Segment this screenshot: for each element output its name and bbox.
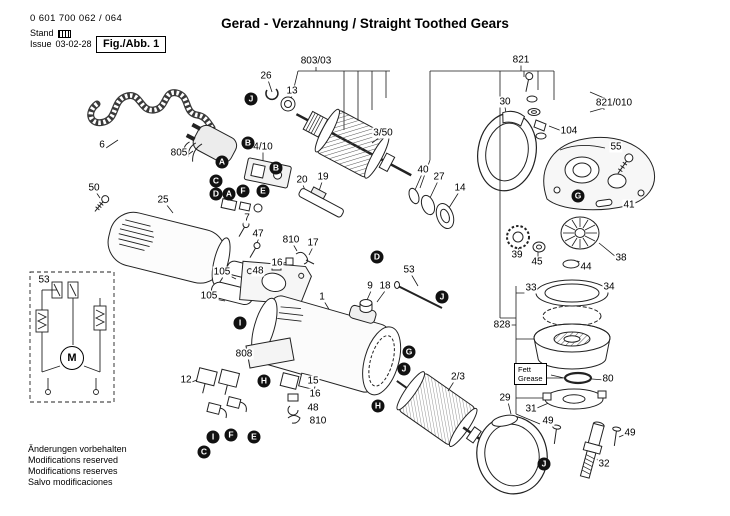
carbon-brush-left-drawing [206, 396, 247, 419]
power-plug-drawing [185, 122, 238, 164]
screw-55-drawing [617, 153, 634, 174]
fan-drawing [560, 216, 600, 250]
footer-note-line: Änderungen vorbehalten [28, 444, 127, 454]
issue-label: Issue [30, 39, 52, 49]
bearing-flange-stack [533, 279, 611, 410]
issue-block: Stand Issue 03-02-28 [30, 28, 92, 50]
washer-stack-drawing [408, 187, 455, 230]
armature2-drawing [396, 371, 494, 450]
screw-47-drawing [249, 242, 261, 258]
stand-label: Stand [30, 28, 54, 38]
grease-annotation-line: Fett [518, 365, 531, 374]
footer-note-line: Salvo modificaciones [28, 477, 113, 487]
spindle-drawing [579, 421, 605, 479]
gear-housing-drawing [543, 137, 655, 211]
flange-screw-right [612, 426, 622, 446]
diagram-title: Gerad - Verzahnung / Straight Toothed Ge… [221, 16, 509, 31]
clip-parts-bottom [287, 393, 301, 424]
footer-note-line: Modifications reserves [28, 466, 118, 476]
pin-41-drawing [595, 198, 613, 208]
cover-plate-drawing [245, 337, 295, 369]
figure-label: Fig./Abb. 1 [96, 36, 167, 53]
guard-ring-drawing [476, 414, 548, 495]
bevel-gear-drawing [506, 225, 546, 253]
circlip-26-drawing [265, 88, 279, 101]
motor-housing-drawing [107, 211, 231, 286]
wheel-guard-drawing [477, 110, 537, 192]
power-cord-drawing [87, 89, 216, 132]
footer-note-line: Modifications reserved [28, 455, 119, 465]
small-parts-column [525, 72, 547, 140]
switch-small-parts [220, 198, 263, 213]
screw-50-drawing [94, 195, 110, 212]
switch-module-drawing [243, 157, 292, 189]
bearing-13-drawing [280, 96, 296, 112]
screw-7-drawing [238, 221, 250, 237]
issue-date: 03-02-28 [55, 39, 92, 49]
grease-annotation: Fett Grease [514, 363, 547, 385]
pin-53-drawing [394, 281, 443, 309]
spindle-lock-button-drawing [359, 299, 373, 313]
washer-44-drawing [562, 259, 580, 269]
flange-screw-left [552, 424, 562, 444]
grease-annotation-line: Grease [518, 374, 543, 383]
slide-plate-drawing [298, 186, 344, 218]
type-number: 0 601 700 062 / 064 [30, 13, 123, 24]
armature-drawing [295, 108, 412, 179]
brush-holder-left-drawing [195, 367, 241, 395]
main-housing-drawing [251, 295, 402, 396]
wiring-schematic [29, 271, 115, 403]
revision-mark-icon [57, 29, 71, 38]
